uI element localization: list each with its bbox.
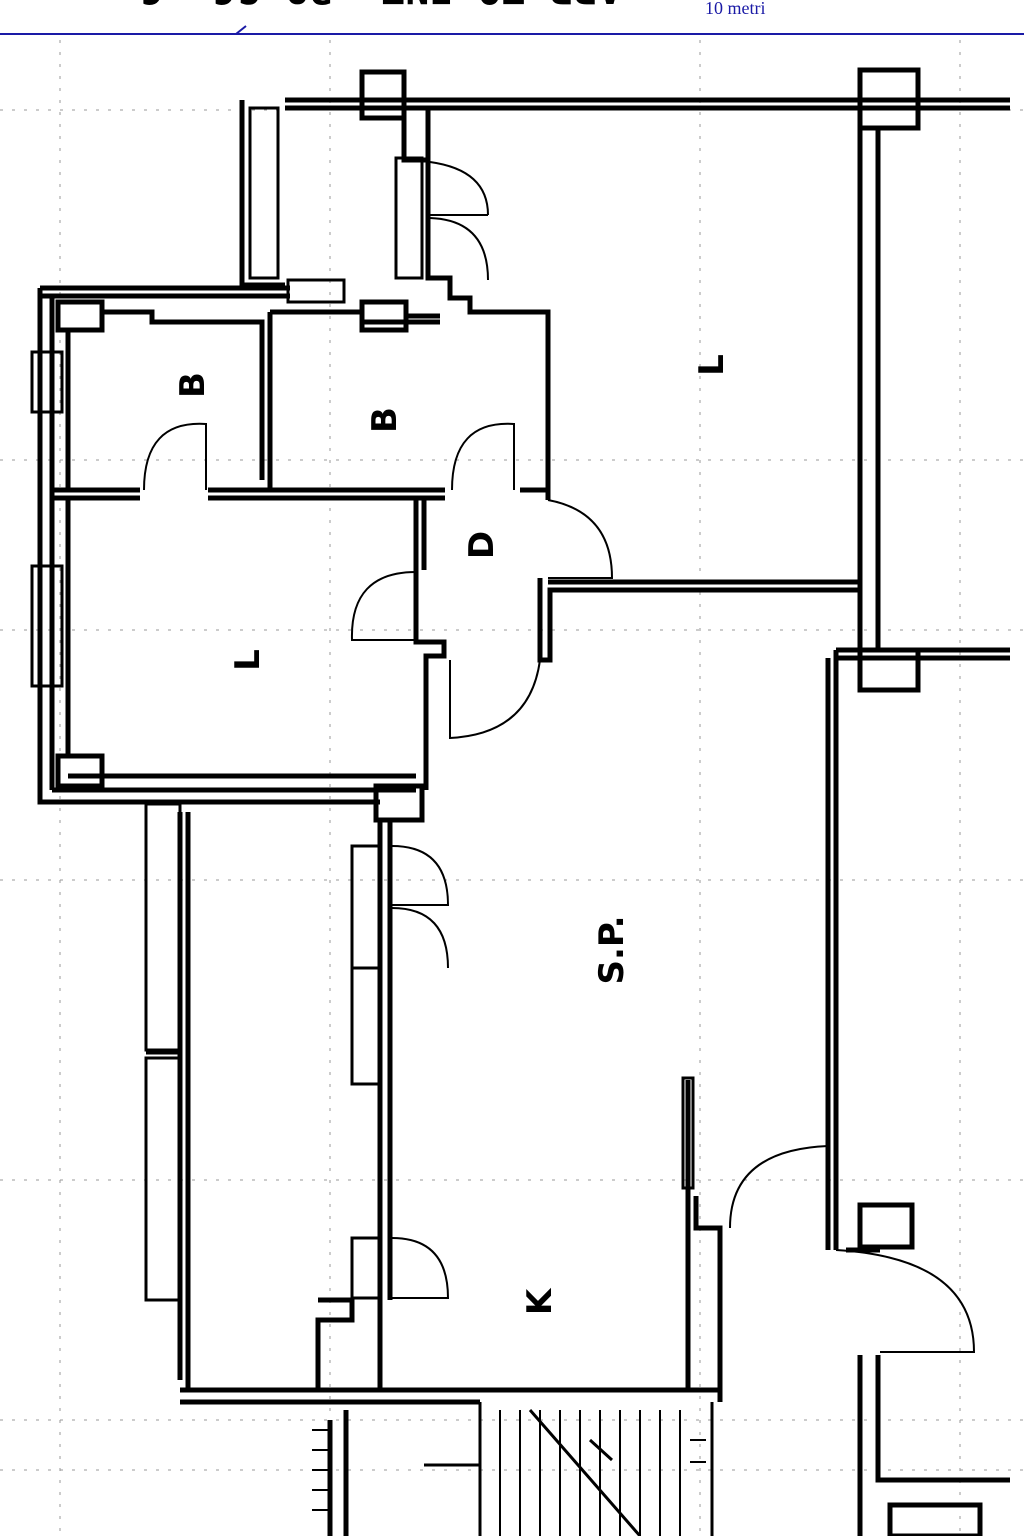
door-room-small bbox=[547, 499, 614, 579]
door-balcony bbox=[429, 161, 489, 281]
room-label-large-left: L bbox=[228, 649, 268, 671]
door-wardrobe-2 bbox=[391, 1237, 450, 1299]
room-label-small: D bbox=[462, 531, 502, 559]
scale-label: 10 metri bbox=[705, 0, 766, 18]
walls bbox=[30, 67, 1010, 1536]
door-wardrobe-1 bbox=[391, 845, 450, 969]
room-label-large-right: L bbox=[692, 354, 732, 376]
stairwell bbox=[312, 1402, 714, 1536]
room-label-kitchen: K bbox=[520, 1287, 560, 1315]
door-bedroom-2 bbox=[451, 422, 515, 491]
scale-tick bbox=[235, 25, 247, 35]
door-large-left bbox=[350, 571, 417, 642]
room-label-bedroom-1: B bbox=[173, 372, 213, 398]
door-living bbox=[449, 659, 541, 740]
background-grid bbox=[0, 40, 1024, 1536]
doors bbox=[143, 161, 976, 1353]
door-entrance bbox=[729, 1145, 976, 1353]
room-label-living: S.P. bbox=[592, 916, 632, 985]
room-label-bedroom-2: B bbox=[365, 407, 405, 433]
door-bedroom-1 bbox=[143, 422, 207, 491]
room-labels: B B L L D S.P. K bbox=[173, 354, 732, 1315]
plan-title: APP.TO INT. 29 SC. C bbox=[140, 0, 622, 11]
header: APP.TO INT. 29 SC. C 10 metri bbox=[0, 0, 1024, 35]
